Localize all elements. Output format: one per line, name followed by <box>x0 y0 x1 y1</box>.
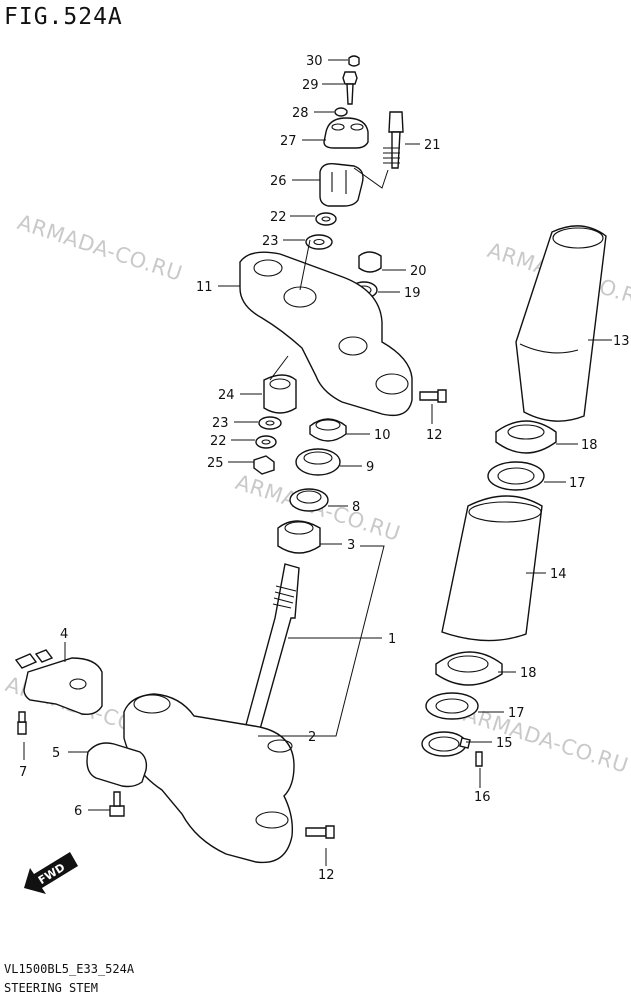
part-12-bolt[interactable] <box>419 389 447 403</box>
callout-20: 20 <box>410 264 427 279</box>
callout-27: 27 <box>280 134 297 149</box>
part-10-steering-nut[interactable] <box>309 418 347 442</box>
callout-25: 25 <box>207 456 224 471</box>
part-9-dust-seal[interactable] <box>295 448 341 476</box>
callout-4: 4 <box>60 627 68 642</box>
callout-12: 12 <box>318 868 335 883</box>
callout-22: 22 <box>270 210 287 225</box>
callout-15: 15 <box>496 736 513 751</box>
part-15-clamp[interactable] <box>421 731 471 757</box>
part-18-ring[interactable] <box>495 420 557 454</box>
part-14-fork-outer-tube[interactable] <box>441 495 543 642</box>
part-23-washer[interactable] <box>258 416 282 430</box>
figure-title: FIG.524A <box>4 4 123 30</box>
callout-6: 6 <box>74 804 82 819</box>
part-17-washer[interactable] <box>487 461 545 491</box>
part-27-upper-handlebar-holder[interactable] <box>323 117 369 149</box>
callout-19: 19 <box>404 286 421 301</box>
part-26-lower-handlebar-holder[interactable] <box>319 162 364 207</box>
part-21-bolt[interactable] <box>383 111 404 169</box>
part-20-cap[interactable] <box>358 251 382 273</box>
callout-16: 16 <box>474 790 491 805</box>
callout-2: 2 <box>308 730 316 745</box>
callout-17: 17 <box>508 706 525 721</box>
callout-28: 28 <box>292 106 309 121</box>
callout-18: 18 <box>581 438 598 453</box>
callout-24: 24 <box>218 388 235 403</box>
callout-10: 10 <box>374 428 391 443</box>
part-22-washer[interactable] <box>255 435 277 449</box>
part-13-fork-cover[interactable] <box>515 225 607 422</box>
callout-21: 21 <box>424 138 441 153</box>
callout-9: 9 <box>366 460 374 475</box>
callout-26: 26 <box>270 174 287 189</box>
callout-12: 12 <box>426 428 443 443</box>
leader-lines <box>23 59 612 866</box>
part-4-ignition-switch[interactable] <box>14 649 103 716</box>
callout-23: 23 <box>212 416 229 431</box>
callout-5: 5 <box>52 746 60 761</box>
part-6-bolt[interactable] <box>109 791 125 817</box>
model-code: VL1500BL5_E33_524A <box>4 962 135 976</box>
lower-bracket[interactable] <box>123 693 295 864</box>
part-5-bracket[interactable] <box>86 742 148 788</box>
part-8-bearing[interactable] <box>289 488 329 512</box>
part-29-bolt[interactable] <box>342 71 358 105</box>
part-25-nut[interactable] <box>253 455 275 475</box>
figure-name: STEERING STEM <box>4 981 98 995</box>
callout-7: 7 <box>19 765 27 780</box>
callout-23: 23 <box>262 234 279 249</box>
callout-29: 29 <box>302 78 319 93</box>
callout-14: 14 <box>550 567 567 582</box>
part-17-washer[interactable] <box>425 692 479 720</box>
part-1-steering-stem[interactable] <box>242 563 300 741</box>
callout-11: 11 <box>196 280 213 295</box>
part-18-ring[interactable] <box>435 651 503 686</box>
callout-1: 1 <box>388 632 396 647</box>
callout-numbers: 30 29 28 27 21 26 22 23 20 11 19 13 24 1… <box>19 54 630 883</box>
part-23-washer[interactable] <box>305 234 333 250</box>
part-11-upper-bracket[interactable] <box>239 251 413 417</box>
part-28-washer[interactable] <box>334 107 348 117</box>
callout-22: 22 <box>210 434 227 449</box>
part-7-screw[interactable] <box>17 711 27 735</box>
part-30-cap[interactable] <box>348 55 360 67</box>
part-16-screw[interactable] <box>475 751 483 767</box>
callout-18: 18 <box>520 666 537 681</box>
callout-13: 13 <box>613 334 630 349</box>
part-12-bolt[interactable] <box>305 825 335 839</box>
callout-30: 30 <box>306 54 323 69</box>
part-24-spacer[interactable] <box>263 374 297 414</box>
callout-3: 3 <box>347 538 355 553</box>
callout-8: 8 <box>352 500 360 515</box>
callout-17: 17 <box>569 476 586 491</box>
part-22-washer[interactable] <box>315 212 337 226</box>
fwd-direction-arrow: FWD <box>24 852 78 894</box>
part-3-bearing[interactable] <box>277 520 321 554</box>
